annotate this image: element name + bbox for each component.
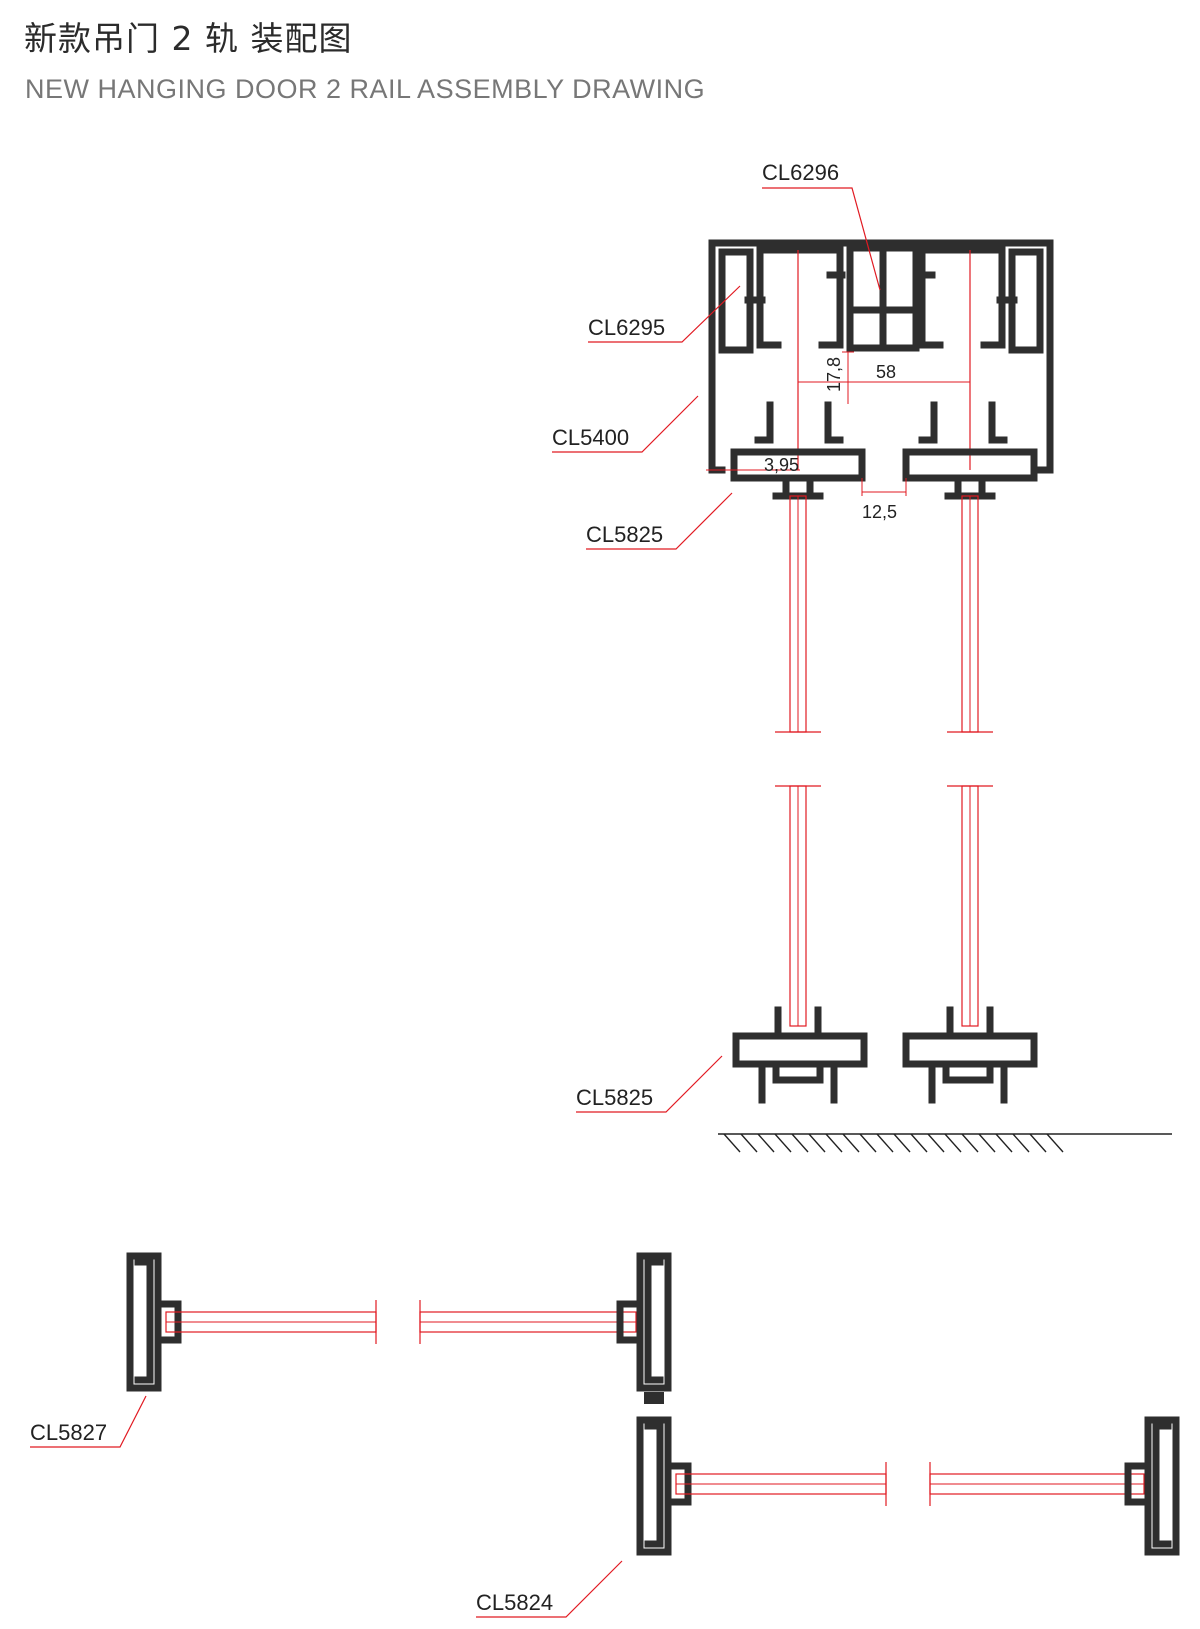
floor-hatch-mark [1029, 1133, 1047, 1153]
floor-hatch-mark [723, 1133, 741, 1153]
dimension-3-95: 3,95 [706, 455, 800, 475]
floor-hatch-mark [774, 1133, 792, 1153]
dimension-17-8: 17,8 [824, 351, 854, 404]
top-rail-cl5400 [708, 239, 1054, 474]
profile-interlock-lower [636, 1416, 692, 1556]
dim-3-95-text: 3,95 [764, 455, 799, 475]
svg-text:CL5825: CL5825 [586, 522, 663, 547]
floor-hatch-mark [859, 1133, 877, 1153]
floor-hatch-mark [910, 1133, 928, 1153]
floor-line [718, 1133, 1172, 1153]
floor-hatch-mark [893, 1133, 911, 1153]
floor-hatch-mark [944, 1133, 962, 1153]
glass-plan-upper [165, 1300, 637, 1344]
floor-hatch-mark [740, 1133, 758, 1153]
profile-right-end [1124, 1416, 1180, 1556]
floor-hatch-mark [808, 1133, 826, 1153]
dimension-12-5: 12,5 [861, 478, 907, 522]
floor-hatch-mark [995, 1133, 1013, 1153]
floor-hatch-mark [1012, 1133, 1030, 1153]
svg-text:CL5827: CL5827 [30, 1420, 107, 1445]
label-cl6296: CL6296 [762, 160, 881, 291]
floor-hatch-mark [825, 1133, 843, 1153]
svg-text:CL6296: CL6296 [762, 160, 839, 185]
floor-hatch-mark [876, 1133, 894, 1153]
glass-panel-left [775, 495, 821, 1027]
top-carriage-left [730, 448, 866, 500]
dimension-58: 58 [798, 362, 970, 383]
label-cl5824: CL5824 [476, 1560, 623, 1618]
page-title-cn: 新款吊门 2 轨 装配图 [24, 19, 353, 58]
bottom-carriage-left [732, 1006, 868, 1104]
floor-hatch-mark [961, 1133, 979, 1153]
floor-hatch-mark [757, 1133, 775, 1153]
svg-text:CL5825: CL5825 [576, 1085, 653, 1110]
dim-12-5-text: 12,5 [862, 502, 897, 522]
svg-text:CL6295: CL6295 [588, 315, 665, 340]
svg-text:CL5824: CL5824 [476, 1590, 553, 1615]
floor-hatch-mark [1046, 1133, 1064, 1153]
floor-hatch-mark [927, 1133, 945, 1153]
dim-17-8-text: 17,8 [824, 357, 844, 392]
profile-interlock-upper [616, 1252, 672, 1404]
dim-58-text: 58 [876, 362, 896, 382]
label-cl5400: CL5400 [552, 395, 699, 453]
floor-hatch-mark [791, 1133, 809, 1153]
glass-plan-lower [675, 1462, 1145, 1506]
label-cl5825-top: CL5825 [586, 492, 733, 550]
label-cl5825-bottom: CL5825 [576, 1055, 723, 1113]
svg-text:CL5400: CL5400 [552, 425, 629, 450]
label-cl5827: CL5827 [30, 1395, 147, 1448]
floor-hatch-mark [842, 1133, 860, 1153]
bottom-carriage-right [902, 1006, 1038, 1104]
glass-panel-right [947, 495, 993, 1027]
floor-hatch-mark [978, 1133, 996, 1153]
label-cl6295: CL6295 [588, 285, 741, 343]
page-title-en: NEW HANGING DOOR 2 RAIL ASSEMBLY DRAWING [25, 74, 706, 104]
